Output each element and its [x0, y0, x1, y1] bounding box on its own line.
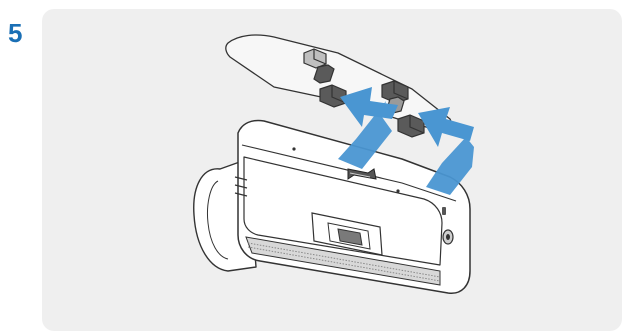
dashcam-mount-illustration: [42, 9, 622, 331]
illustration-panel: [42, 9, 622, 331]
led-indicator: [396, 189, 399, 192]
mic-hole: [292, 147, 295, 150]
step-number: 5: [8, 20, 22, 46]
